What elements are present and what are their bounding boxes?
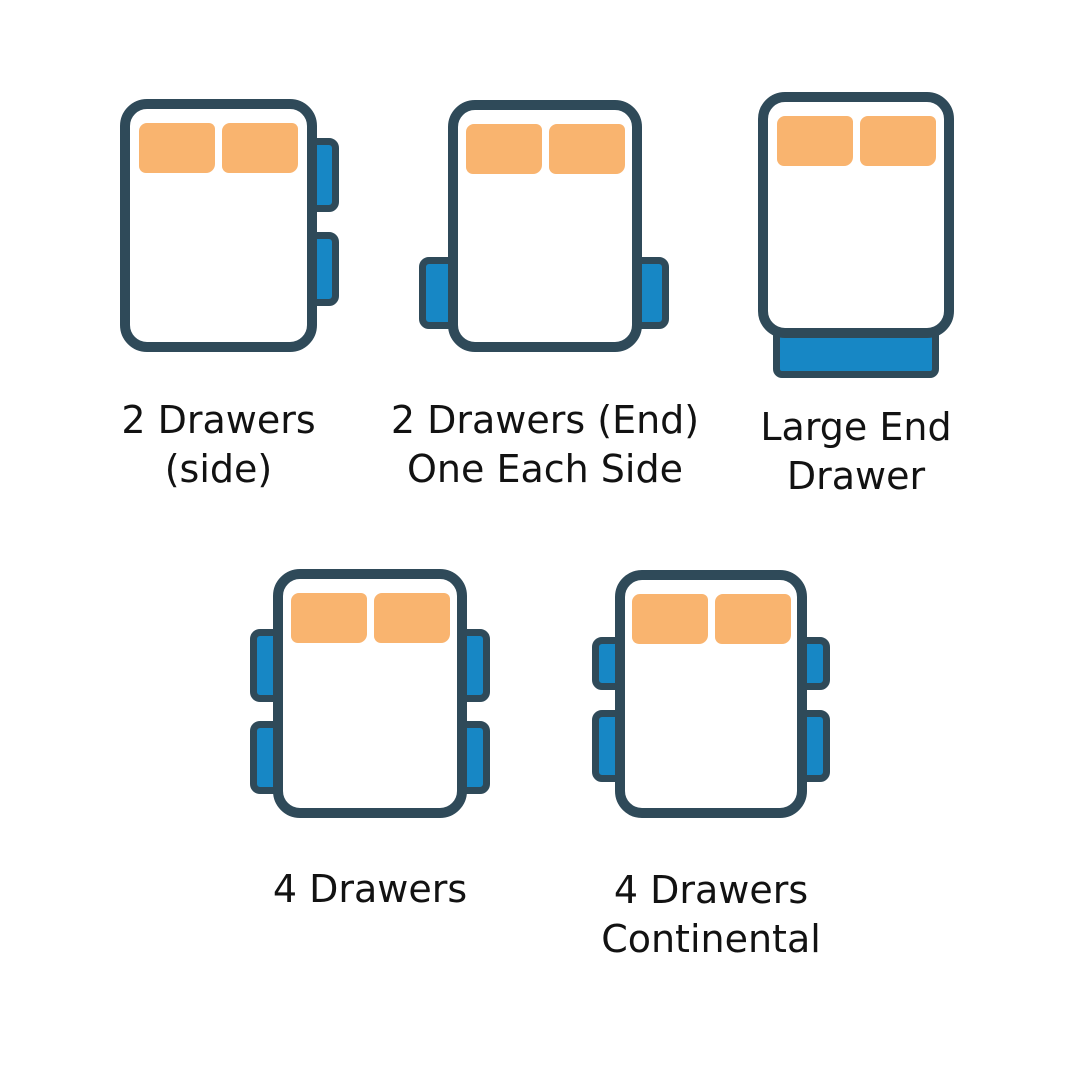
pillow-icon	[465, 124, 542, 174]
figure-caption: 2 Drawers (side)	[121, 396, 315, 494]
figure-4-drawers-continental: 4 Drawers Continental	[592, 570, 830, 961]
figure-caption: 4 Drawers	[273, 865, 467, 914]
pillow-icon	[776, 116, 853, 166]
pillow-icon	[714, 594, 791, 644]
bed-icon	[615, 570, 807, 818]
figure-caption-line: 2 Drawers (End)	[390, 398, 700, 442]
figure-caption: 2 Drawers (End) One Each Side	[391, 396, 699, 494]
figure-caption-line: 4 Drawers	[613, 868, 809, 912]
figure-large-end-drawer: Large End Drawer	[758, 92, 954, 498]
bed-icon	[758, 92, 954, 338]
pillow-icon	[548, 124, 625, 174]
pillow-icon	[373, 593, 450, 643]
figure-caption-line: Large End	[760, 405, 952, 449]
figure-caption-line: One Each Side	[407, 447, 683, 491]
bed-icon	[448, 100, 642, 352]
figure-caption: 4 Drawers Continental	[601, 866, 821, 964]
figure-caption-line: (side)	[164, 447, 273, 491]
figure-caption-line: 2 Drawers	[121, 398, 316, 442]
pillow-icon	[859, 116, 936, 166]
figure-2-drawers-end-one-each-side: 2 Drawers (End) One Each Side	[391, 100, 699, 491]
pillow-icon	[222, 123, 298, 173]
figure-caption-line: 4 Drawers	[272, 867, 468, 911]
pillow-icon	[290, 593, 367, 643]
figure-caption: Large End Drawer	[760, 403, 951, 501]
bed-icon	[273, 569, 467, 818]
figure-2-drawers-side: 2 Drawers (side)	[120, 99, 339, 491]
bed-icon	[120, 99, 317, 352]
pillow-icon	[139, 123, 215, 173]
figure-caption-line: Drawer	[786, 454, 926, 498]
figure-4-drawers: 4 Drawers	[250, 569, 490, 911]
pillow-icon	[631, 594, 708, 644]
figure-caption-line: Continental	[601, 917, 821, 961]
